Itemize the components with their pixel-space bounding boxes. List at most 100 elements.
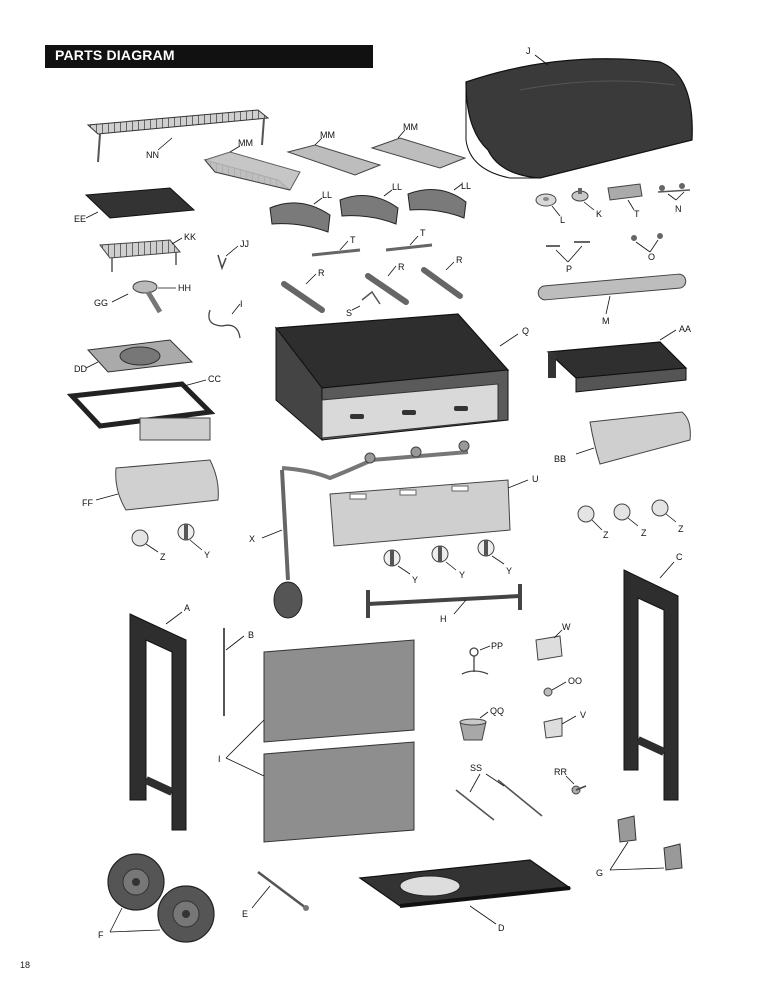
label-E: E (242, 909, 248, 919)
label-B: B (248, 630, 254, 640)
part-RR (571, 785, 587, 795)
burner-tube-part-R-1 (281, 281, 325, 313)
label-V: V (580, 710, 586, 720)
part-V (543, 717, 563, 739)
label-Y-4: Y (506, 566, 512, 576)
part-N (657, 183, 691, 193)
label-Z-2: Z (603, 530, 609, 540)
label-Z-3: Z (641, 528, 647, 538)
bezel-part-Z-2 (577, 505, 595, 523)
label-MM-2: MM (320, 130, 335, 140)
label-J: J (526, 46, 531, 56)
page-number: 18 (20, 960, 31, 970)
wheel-part-F-2 (157, 885, 215, 943)
label-Y-1: Y (204, 550, 210, 560)
part-K (571, 188, 589, 202)
control-panel-part-U (329, 479, 511, 547)
label-T-1: T (634, 209, 640, 219)
label-LL-3: LL (461, 181, 471, 191)
part-L (535, 193, 557, 207)
foot-part-G-2 (663, 843, 683, 871)
label-P: P (566, 264, 572, 274)
part-T-2 (311, 248, 361, 257)
page-title: PARTS DIAGRAM (55, 47, 175, 63)
grease-cup-part-QQ (459, 718, 487, 741)
heat-deflector-part-LL-2 (339, 195, 399, 225)
flavorizer-bars-part-MM-2 (286, 144, 382, 176)
label-O: O (648, 252, 655, 262)
cookbox-part-Q (274, 313, 510, 442)
label-M: M (602, 316, 610, 326)
bottom-shelf-part-D (358, 859, 572, 908)
flavorizer-bars-part-MM-1 (203, 151, 301, 191)
label-DD: DD (74, 364, 87, 374)
left-leg-frame-part-A (129, 613, 187, 831)
gas-manifold (281, 440, 470, 481)
label-JJ: JJ (240, 239, 249, 249)
regulator-hose-part-X (273, 469, 303, 619)
label-H: H (440, 614, 447, 624)
axle-part-E (257, 871, 309, 911)
part-S (361, 290, 381, 305)
label-U: U (532, 474, 539, 484)
right-leg-frame-part-C (623, 569, 679, 801)
part-OO (543, 687, 553, 697)
label-SS: SS (470, 763, 482, 773)
label-FF: FF (82, 498, 93, 508)
cross-brace-part-H (366, 584, 522, 618)
label-OO: OO (568, 676, 582, 686)
label-Y-2: Y (412, 575, 418, 585)
burner-tube-part-R-3 (421, 267, 463, 299)
door-panel-bottom-part-I (263, 741, 415, 843)
heat-deflector-part-LL-1 (269, 202, 331, 233)
label-LL-1: LL (322, 190, 332, 200)
knob-part-Y-3 (431, 545, 449, 563)
label-CC: CC (208, 374, 221, 384)
label-I-1: I (240, 299, 243, 309)
label-QQ: QQ (490, 706, 504, 716)
label-T-3: T (420, 228, 426, 238)
label-R-2: R (398, 262, 405, 272)
front-panel-part-FF (115, 459, 219, 511)
label-W: W (562, 622, 571, 632)
label-Z-1: Z (160, 552, 166, 562)
bezel-part-Z-4 (651, 499, 669, 517)
label-R-1: R (318, 268, 325, 278)
label-T-2: T (350, 235, 356, 245)
part-T-3 (385, 243, 433, 252)
side-plate-part-EE (84, 187, 196, 219)
label-Z-4: Z (678, 524, 684, 534)
label-I-2: I (218, 754, 221, 764)
label-G: G (596, 868, 603, 878)
label-KK: KK (184, 232, 196, 242)
label-Y-3: Y (459, 570, 465, 580)
label-HH: HH (178, 283, 191, 293)
warming-rack-part-NN (86, 109, 270, 163)
label-Q: Q (522, 326, 529, 336)
side-shelf-part-AA (546, 341, 688, 393)
label-S: S (346, 308, 352, 318)
foot-part-G-1 (617, 815, 637, 843)
label-X: X (249, 534, 255, 544)
label-N: N (675, 204, 682, 214)
part-JJ (217, 254, 227, 271)
knob-part-Y-2 (383, 549, 401, 567)
ignitor-wire-part-I (208, 309, 241, 339)
part-PP (461, 647, 489, 675)
label-GG: GG (94, 298, 108, 308)
bezel-part-Z-3 (613, 503, 631, 521)
side-burner-part-GG (132, 280, 163, 314)
label-F: F (98, 930, 104, 940)
label-AA: AA (679, 324, 691, 334)
knob-part-Y-1 (177, 523, 195, 541)
label-R-3: R (456, 255, 463, 265)
flavorizer-bars-part-MM-3 (370, 137, 467, 169)
part-W (535, 635, 563, 661)
label-LL-2: LL (392, 182, 402, 192)
part-T-1 (607, 183, 643, 201)
label-K: K (596, 209, 602, 219)
label-EE: EE (74, 214, 86, 224)
part-SS (455, 779, 543, 821)
